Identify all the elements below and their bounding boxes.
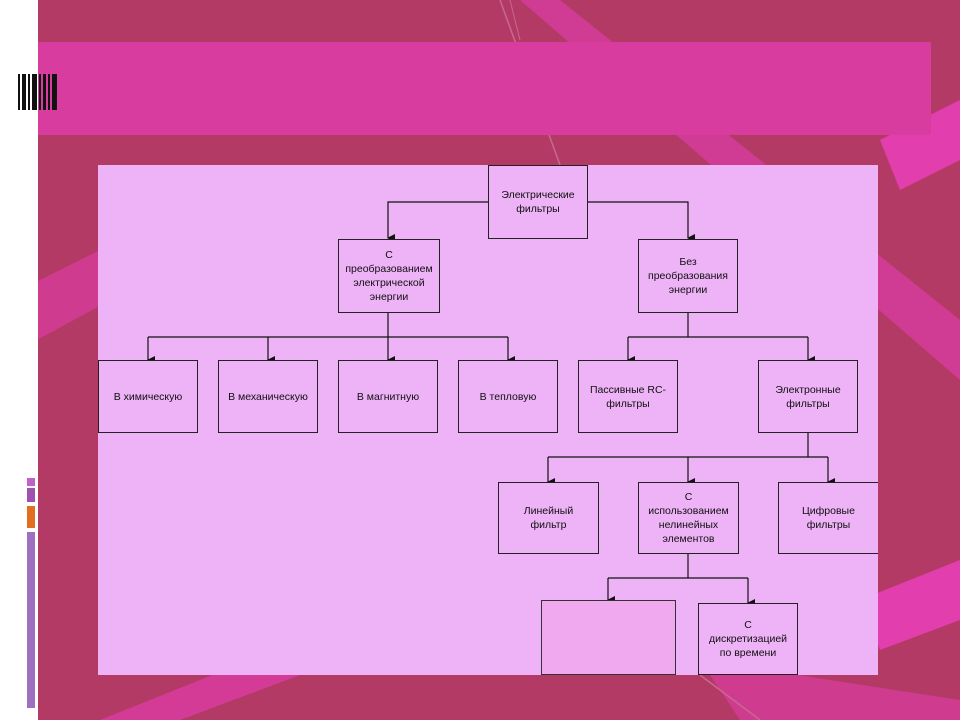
node-electric-filters: Электрические фильтры [488, 165, 588, 239]
connector-lines [147, 201, 835, 607]
side-markers [24, 478, 38, 710]
node-passive-rc: Пассивные RC- фильтры [578, 360, 678, 433]
node-with-conversion: С преобразованием электрической энергии [338, 239, 440, 313]
node-blank [541, 600, 676, 675]
node-without-conversion: Без преобразования энергии [638, 239, 738, 313]
node-chemical: В химическую [98, 360, 198, 433]
node-discrete-time: С дискретизацией по времени [698, 603, 798, 675]
node-magnetic: В магнитную [338, 360, 438, 433]
node-digital: Цифровые фильтры [778, 482, 878, 554]
node-mechanical: В механическую [218, 360, 318, 433]
diagram-panel: Электрические фильтры С преобразованием … [98, 165, 878, 675]
node-nonlinear: С использованием нелинейных элементов [638, 482, 739, 554]
node-electronic: Электронные фильтры [758, 360, 858, 433]
node-thermal: В тепловую [458, 360, 558, 433]
title-bar [38, 42, 931, 135]
node-linear: Линейный фильтр [498, 482, 599, 554]
barcode-logo-icon [18, 74, 57, 110]
